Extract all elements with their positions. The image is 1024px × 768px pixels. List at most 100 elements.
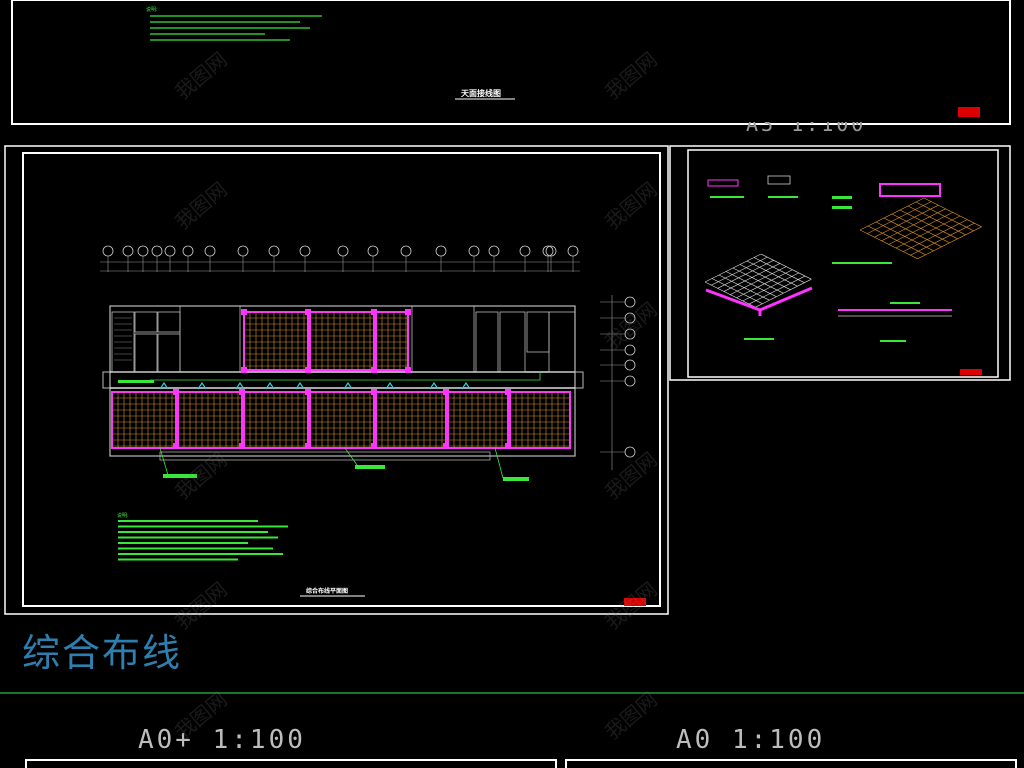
callout-text [118,380,154,383]
room-outline [134,311,158,333]
note-line [118,553,283,555]
axis-bubble [624,344,636,356]
floor-plan-sheet-inner [22,152,661,607]
axis-bubble [367,245,379,257]
iso-gridline [730,266,787,295]
axis-bubble [468,245,480,257]
room-outline [411,305,475,373]
axis-bubble [488,245,500,257]
axis-bubble [337,245,349,257]
axis-bubble [237,245,249,257]
axis-bubble [567,245,579,257]
outlet-symbol [197,381,207,390]
iso-gridline [910,222,975,256]
note-line [118,558,238,561]
column [405,309,411,315]
iso-gridline [899,209,958,240]
iso-gridline [923,197,982,228]
bottom-sheet-right [565,759,1017,768]
callout-text [503,477,529,481]
axis-bubble [299,245,311,257]
detail-label [768,196,798,198]
ceiling-grid-border [243,311,309,371]
top-sheet-notes [150,15,322,41]
detail-label [880,340,906,342]
floor-plan-title-block [624,598,646,606]
column [239,443,245,449]
note-line [118,536,278,539]
ceiling-grid-border [309,311,375,371]
top-sheet-title: 天面接线图 [461,89,501,98]
axis-bubble [624,375,636,387]
column [305,367,311,373]
iso-gridline [753,257,805,283]
axis-bubble [164,245,176,257]
scale-right: A0 1:100 [676,725,826,755]
room-outline [499,311,526,373]
axis-bubble [435,245,447,257]
iso-gridline [748,275,806,305]
axis-bubble [137,245,149,257]
floor-plan-sheet-outer [4,145,669,615]
column [443,389,449,395]
room-outline [526,311,550,353]
outlet-symbol [461,381,471,390]
column [173,443,179,449]
iso-gridline [760,253,812,280]
detail-label [832,262,892,264]
axis-bubble [102,245,114,257]
axis-bubble [268,245,280,257]
iso-gridline [746,260,798,287]
column [371,443,377,449]
column [173,389,179,395]
axis-bubble [400,245,412,257]
outlet-symbol [343,381,353,390]
cable-run [150,372,541,381]
detail-box [767,175,791,185]
detail-sheet-inner [687,149,999,378]
iso-gridline [742,272,799,302]
callout-text [163,474,197,478]
iso-gridline [917,226,982,260]
column [305,309,311,315]
room-outline [475,311,499,373]
outlet-symbol [295,381,305,390]
outlet-symbol [159,381,169,390]
scale-left: A0+ 1:100 [138,725,306,755]
top-sheet-notes-heading: 说明: [146,7,158,13]
column [241,367,247,373]
outlet-symbol [429,381,439,390]
section-label: 综合布线 [22,631,183,675]
ceiling-grid-border [243,391,309,449]
ceiling-grid-border [375,311,409,371]
outlet-symbol [385,381,395,390]
detail-title-block [960,369,982,375]
callout-text [355,465,385,469]
detail-bracket [707,179,739,187]
column [371,309,377,315]
building-outline [109,305,576,457]
column [239,389,245,395]
column [505,443,511,449]
detail-label [832,196,852,199]
bottom-sheet-left [25,759,557,768]
floor-plan-title: 综合布线平面图 [306,588,349,595]
iso-gridline [903,219,968,252]
detail-label [744,338,774,340]
room-outline [111,311,135,373]
axis-bubble [122,245,134,257]
room-outline [157,311,181,333]
top-sheet-title-block [958,107,980,117]
note-line [118,531,268,533]
column [305,389,311,395]
column [371,389,377,395]
column [371,367,377,373]
detail-label [710,196,744,198]
axis-bubble [182,245,194,257]
outlet-symbol [235,381,245,390]
leader-line [159,447,169,476]
iso-gridline [888,212,953,245]
detail-sheet-outer [669,145,1011,381]
column [241,309,247,315]
